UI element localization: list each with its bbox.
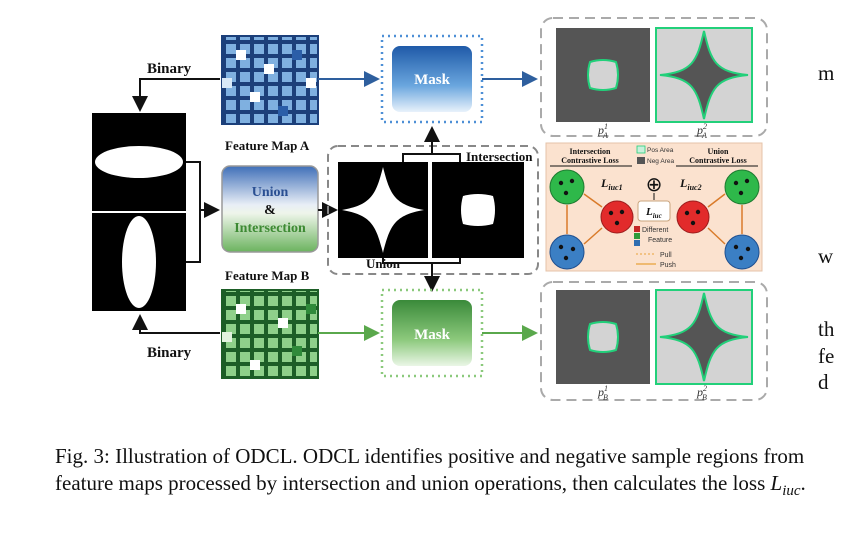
intersection-bracket <box>402 153 461 162</box>
neg-area-label: Neg Area <box>647 158 674 165</box>
figure-caption: Fig. 3: Illustration of ODCL. ODCL ident… <box>55 444 806 500</box>
feature-map-a-label: Feature Map A <box>225 138 310 153</box>
mask-bottom-label: Mask <box>414 327 450 343</box>
side-text-4: fe <box>818 344 835 368</box>
right-red-cluster <box>676 200 710 234</box>
union-loss-title-1: Union <box>708 147 729 156</box>
loss-panel: Intersection Contrastive Loss Union Cont… <box>545 142 763 272</box>
neg-area-swatch <box>637 157 645 164</box>
intersection-shape <box>461 194 495 226</box>
push-label: Push <box>660 262 676 269</box>
pb1-shape <box>587 321 619 353</box>
mask-top-box <box>392 46 472 112</box>
side-text-1: m <box>818 61 835 85</box>
intersection-word: Intersection <box>234 221 306 236</box>
feature-label: Feature <box>648 237 672 244</box>
merge-bracket <box>186 161 201 263</box>
pb2-shape <box>659 292 749 382</box>
caption-text: Fig. 3: Illustration of ODCL. ODCL ident… <box>55 444 805 495</box>
mask-top-dotted-frame <box>380 34 484 124</box>
feature-map-a <box>221 35 319 125</box>
side-text-2: w <box>818 244 834 268</box>
vertical-ellipse-shape <box>122 216 156 308</box>
binary-arrow-top <box>132 78 220 112</box>
caption-math: Liuc <box>770 471 801 500</box>
l-iuc2-label: Liuc2 <box>679 176 702 192</box>
binary-label-bottom: Binary <box>147 345 192 361</box>
different-label: Different <box>642 227 668 234</box>
l-iuc-box <box>637 200 671 222</box>
mask-bottom-dotted-frame <box>380 288 484 378</box>
left-red-cluster <box>600 200 634 234</box>
intersection-label: Intersection <box>466 149 533 164</box>
left-green-cluster <box>549 169 585 205</box>
intersection-loss-title-2: Contrastive Loss <box>561 156 619 165</box>
mask-top-label: Mask <box>414 72 450 88</box>
l-iuc-label: Liuc <box>645 206 662 220</box>
odcl-figure: Binary Binary Feature Map A Feature Map … <box>92 17 768 402</box>
side-text-5: d <box>818 370 829 394</box>
horizontal-ellipse-shape <box>95 146 183 178</box>
binary-arrow-bottom <box>132 314 220 334</box>
left-blue-cluster <box>549 234 585 270</box>
different-swatch-green <box>634 233 640 239</box>
union-bracket <box>382 258 461 264</box>
pos-area-swatch <box>636 145 646 154</box>
l-iuc1-label: Liuc1 <box>600 176 623 192</box>
right-blue-cluster <box>724 234 760 270</box>
pos-area-label: Pos Area <box>647 147 674 154</box>
different-swatch-blue <box>634 240 640 246</box>
pull-label: Pull <box>660 252 672 259</box>
oplus-icon: ⊕ <box>646 172 663 196</box>
union-word: Union <box>252 185 289 200</box>
side-text-3: th <box>818 317 835 341</box>
mask-bottom-box <box>392 300 472 366</box>
feature-map-b-label: Feature Map B <box>225 268 310 283</box>
binary-label-top: Binary <box>147 61 192 77</box>
union-loss-title-2: Contrastive Loss <box>689 156 747 165</box>
intersection-loss-title-1: Intersection <box>570 147 611 156</box>
feature-map-b <box>221 289 319 379</box>
amp-word: & <box>264 203 276 218</box>
pa-container <box>540 17 768 137</box>
pa1-shape <box>587 59 619 91</box>
union-shape <box>342 167 424 253</box>
pb-container <box>540 281 768 401</box>
right-green-cluster <box>724 169 760 205</box>
pa2-shape <box>659 30 749 120</box>
different-swatch-red <box>634 226 640 232</box>
